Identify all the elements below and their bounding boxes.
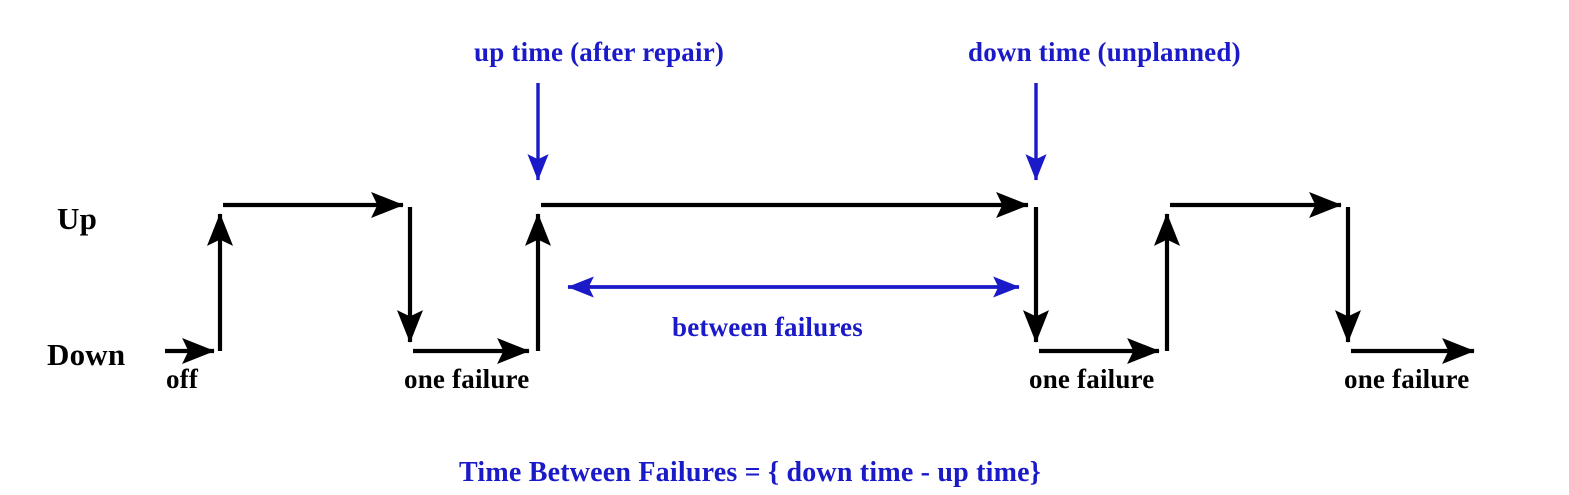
axis-label-up: Up bbox=[57, 201, 98, 236]
event-label-failure-3: one failure bbox=[1344, 364, 1470, 394]
between-failures-label: between failures bbox=[672, 312, 863, 342]
event-label-failure-1: one failure bbox=[404, 364, 530, 394]
caption-formula: Time Between Failures = { down time - up… bbox=[459, 457, 1042, 488]
event-label-off: off bbox=[166, 364, 199, 394]
callout-label-up-time: up time (after repair) bbox=[474, 37, 725, 67]
event-label-failure-2: one failure bbox=[1029, 364, 1155, 394]
state-waveform bbox=[165, 191, 1475, 365]
axis-label-down: Down bbox=[47, 337, 126, 372]
callout-label-down-time: down time (unplanned) bbox=[968, 37, 1241, 67]
callout-arrows bbox=[527, 83, 1047, 181]
